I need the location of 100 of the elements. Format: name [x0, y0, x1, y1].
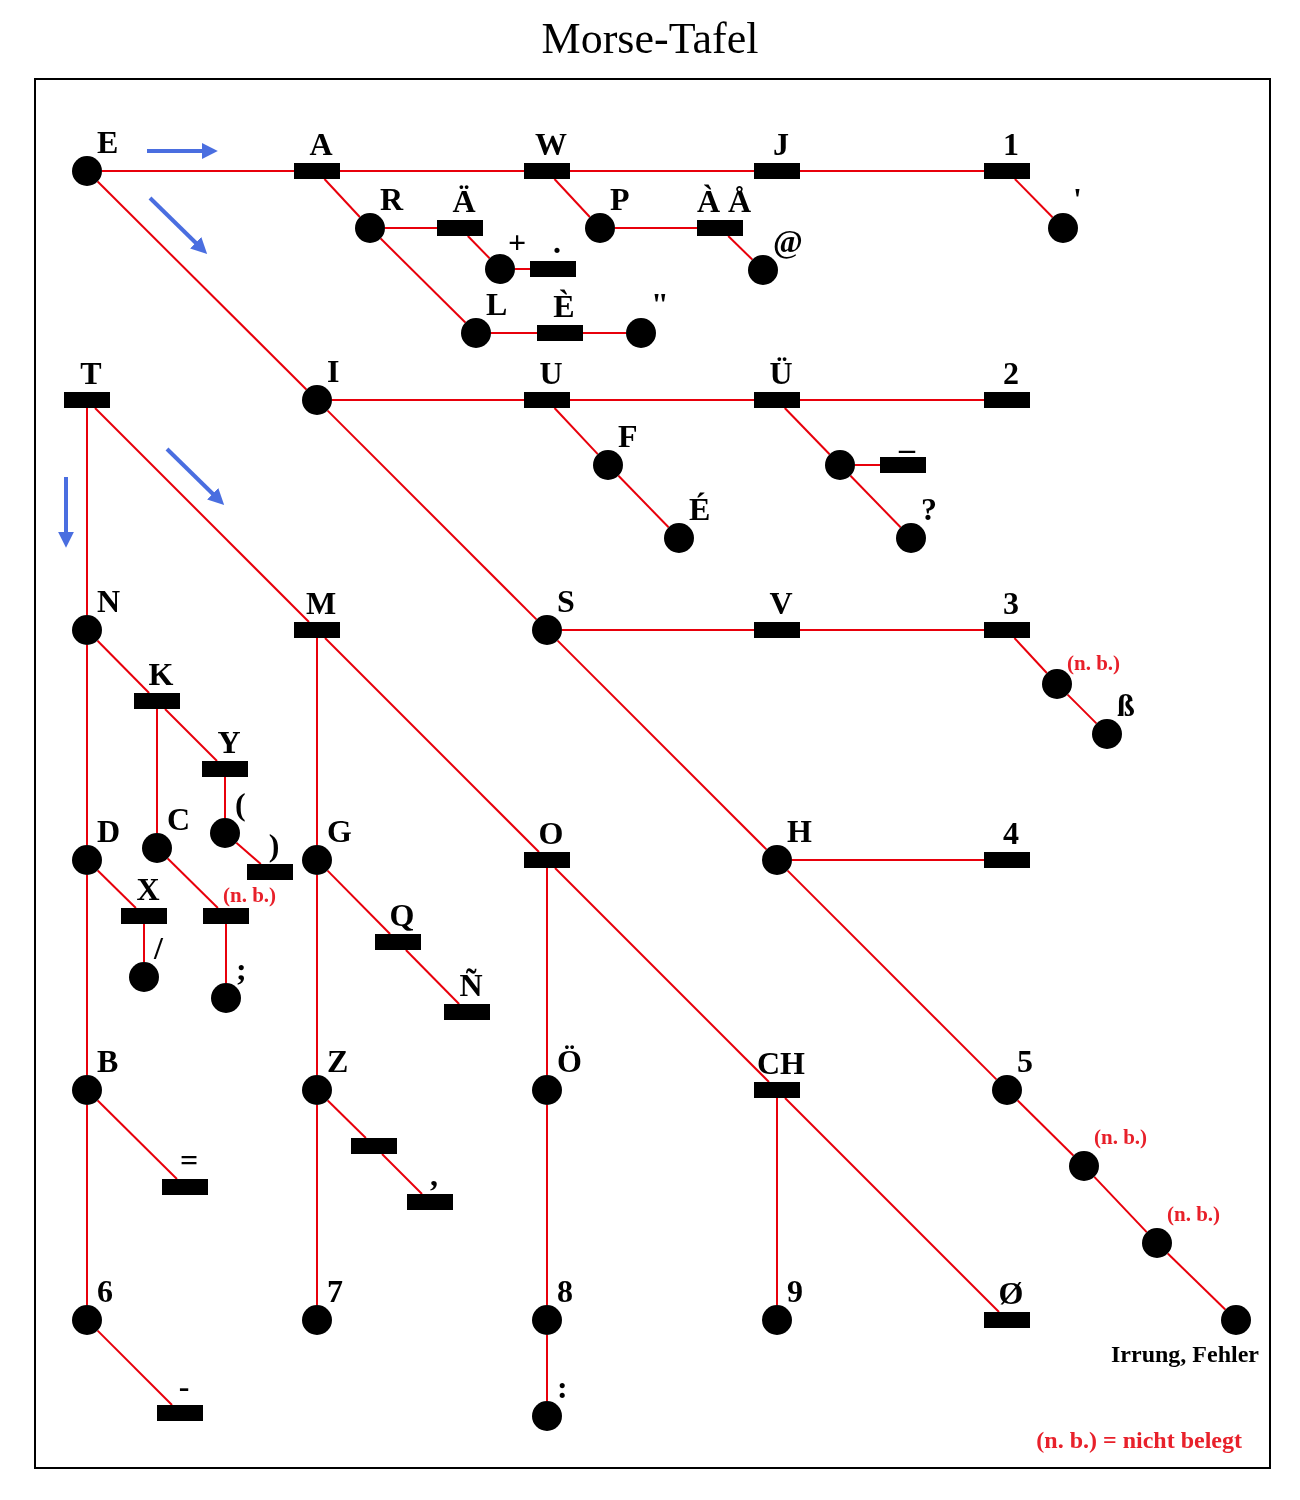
- character-label: Ü: [769, 356, 793, 390]
- character-label: Ø: [998, 1276, 1024, 1310]
- character-label: 5: [1017, 1044, 1033, 1078]
- connector-line: [1093, 1175, 1148, 1234]
- connector-line: [96, 180, 308, 391]
- character-label: =: [179, 1143, 199, 1177]
- character-label: B: [97, 1044, 119, 1078]
- connector-line: [614, 227, 698, 229]
- character-label: ß: [1117, 688, 1135, 722]
- character-label: V: [769, 586, 793, 620]
- connector-line: [381, 1153, 423, 1195]
- character-label: 9: [787, 1274, 803, 1308]
- title: Morse-Tafel: [541, 14, 759, 64]
- connector-line: [727, 235, 754, 261]
- connector-line: [569, 170, 755, 172]
- connector-line: [1166, 1252, 1227, 1311]
- connector-line: [1013, 178, 1054, 219]
- character-label: Z: [327, 1044, 349, 1078]
- connector-line: [323, 178, 361, 218]
- character-label: N: [97, 584, 121, 618]
- connector-line: [384, 227, 438, 229]
- character-label: CH: [757, 1046, 805, 1080]
- connector-line: [86, 1104, 88, 1306]
- connector-line: [791, 859, 985, 861]
- connector-line: [617, 474, 670, 529]
- character-label: U: [539, 356, 563, 390]
- character-label: F: [618, 419, 638, 453]
- character-label: T: [80, 356, 102, 390]
- character-label: L: [486, 287, 508, 321]
- character-label: 4: [1003, 816, 1019, 850]
- character-label: R: [380, 182, 404, 216]
- connector-line: [166, 857, 219, 909]
- character-label: -: [178, 1369, 190, 1403]
- connector-line: [86, 644, 88, 846]
- character-label: K: [148, 657, 174, 691]
- note-label: (n. b.): [1067, 652, 1121, 674]
- character-label: C: [167, 802, 191, 836]
- character-label: S: [557, 584, 575, 618]
- character-label: A: [309, 127, 333, 161]
- character-label: .: [553, 225, 561, 259]
- connector-line: [379, 237, 467, 324]
- connector-line: [156, 708, 158, 834]
- connector-line: [96, 1099, 178, 1180]
- character-label: È: [553, 289, 575, 323]
- character-label: ): [268, 828, 280, 862]
- connector-line: [404, 949, 461, 1005]
- connector-line: [1016, 1099, 1075, 1157]
- connector-line: [1013, 637, 1048, 674]
- character-label: Irrung, Fehler: [1111, 1341, 1259, 1367]
- note-label: (n. b.): [1167, 1203, 1221, 1225]
- character-label: Y: [217, 725, 241, 759]
- connector-line: [224, 776, 226, 819]
- connector-line: [786, 869, 998, 1081]
- note-label: (n. b.): [1094, 1126, 1148, 1148]
- connector-line: [101, 170, 295, 172]
- character-label: É: [689, 492, 711, 526]
- connector-line: [324, 637, 540, 853]
- connector-line: [96, 869, 137, 909]
- connector-line: [96, 639, 151, 694]
- connector-line: [490, 332, 538, 334]
- connector-line: [514, 268, 531, 270]
- connector-line: [326, 409, 538, 621]
- character-label: ;: [236, 952, 247, 986]
- connector-line: [556, 639, 768, 851]
- connector-line: [546, 1104, 548, 1306]
- character-label: Ö: [557, 1044, 582, 1078]
- character-label: 7: [327, 1274, 343, 1308]
- connector-line: [339, 170, 525, 172]
- character-label: 8: [557, 1274, 573, 1308]
- character-label: E: [97, 125, 119, 159]
- character-label: ,: [430, 1158, 438, 1192]
- character-label: (: [235, 787, 246, 821]
- connector-line: [143, 923, 145, 963]
- connector-line: [1066, 693, 1098, 725]
- character-label: Ä: [452, 184, 476, 218]
- connector-line: [561, 629, 755, 631]
- connector-line: [569, 399, 755, 401]
- connector-line: [316, 637, 318, 846]
- connector-line: [96, 1329, 173, 1406]
- character-label: D: [97, 814, 121, 848]
- character-label: @: [773, 224, 803, 258]
- character-label: _: [899, 421, 915, 455]
- character-label: M: [305, 586, 337, 620]
- character-label: G: [327, 814, 352, 848]
- character-label: +: [508, 225, 527, 259]
- connector-line: [326, 1099, 367, 1139]
- character-label: ?: [921, 492, 937, 526]
- connector-line: [849, 474, 902, 529]
- connector-line: [776, 1097, 778, 1306]
- connector-line: [784, 1097, 1000, 1313]
- connector-line: [799, 170, 985, 172]
- character-label: 2: [1003, 356, 1019, 390]
- connector-line: [316, 1104, 318, 1306]
- connector-line: [225, 923, 227, 984]
- connector-line: [331, 399, 525, 401]
- connector-line: [799, 629, 985, 631]
- connector-line: [86, 407, 88, 616]
- connector-line: [554, 867, 770, 1083]
- character-label: P: [610, 182, 630, 216]
- character-label: 3: [1003, 586, 1019, 620]
